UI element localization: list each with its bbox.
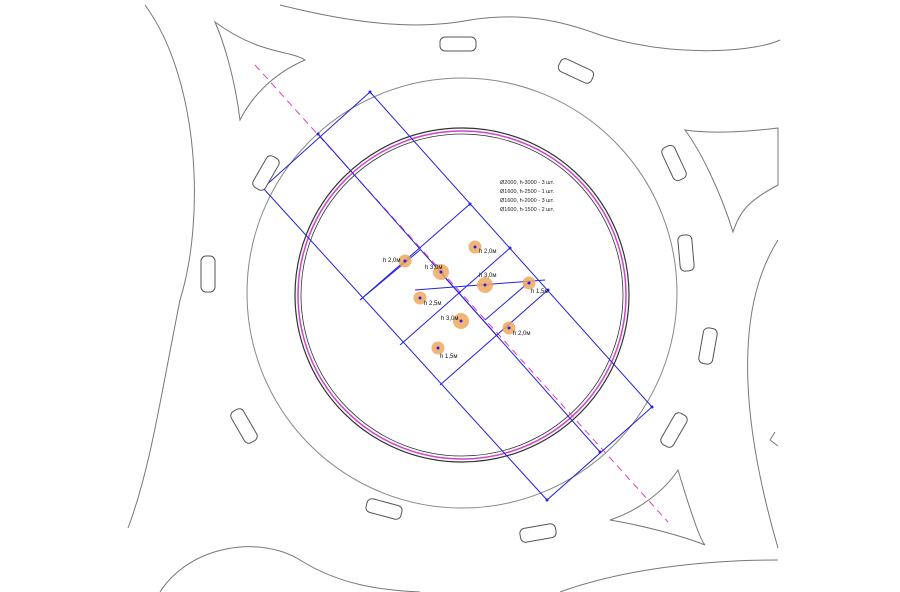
legend: Ø2000, h-3000 - 3 шт. Ø1600, h-2500 - 1 … [500,180,554,213]
tree-center [507,326,511,330]
island-ring [297,130,627,460]
legend-line: Ø1600, h-1500 - 2 шт. [500,207,554,213]
tree-height-label: h 3,0м [479,273,496,279]
road-edges [127,4,781,592]
cars [200,36,718,543]
car-icon [200,255,216,293]
car-icon [252,155,280,191]
island-edge [294,127,630,463]
dimension-nodes [261,90,654,502]
car-icon [557,58,595,84]
car-icon [365,498,403,520]
tree-center [418,296,422,300]
tree-center [473,245,477,249]
legend-line: Ø1600, h-2000 - 3 шт. [500,198,554,204]
outer-ring [246,77,678,509]
tree-center [436,346,440,350]
car-icon [661,144,687,182]
tree-height-label: h 1,5м [440,354,457,360]
tree-height-label: h 2,0м [513,331,530,337]
tree-height-label: h 2,5м [424,301,441,307]
car-icon [519,523,557,543]
dimension-grid [262,91,653,501]
legend-line: Ø2000, h-3000 - 3 шт. [500,180,554,186]
car-icon [677,234,695,272]
tree-center [439,270,443,274]
car-icon [660,412,688,448]
tree-height-label: h 1,5м [531,289,548,295]
tree-height-label: h 3,0м [425,265,442,271]
legend-line: Ø1600, h-2500 - 1 шт. [500,189,554,195]
tree-center [527,281,531,285]
tree-center [459,319,463,323]
car-icon [230,408,258,444]
island-inner-edge [300,133,624,457]
car-icon [698,327,718,365]
tree-center [403,259,407,263]
tree-center [483,283,487,287]
tree-height-label: h 2,0м [383,258,400,264]
trees: h 2,0м h 3,0м h 2,0м h 3,0м h 1,5м h 2,5м h 3,… [383,240,548,360]
car-icon [439,36,477,52]
tree-height-label: h 3,0м [441,316,458,322]
tree-height-label: h 2,0м [479,249,496,255]
